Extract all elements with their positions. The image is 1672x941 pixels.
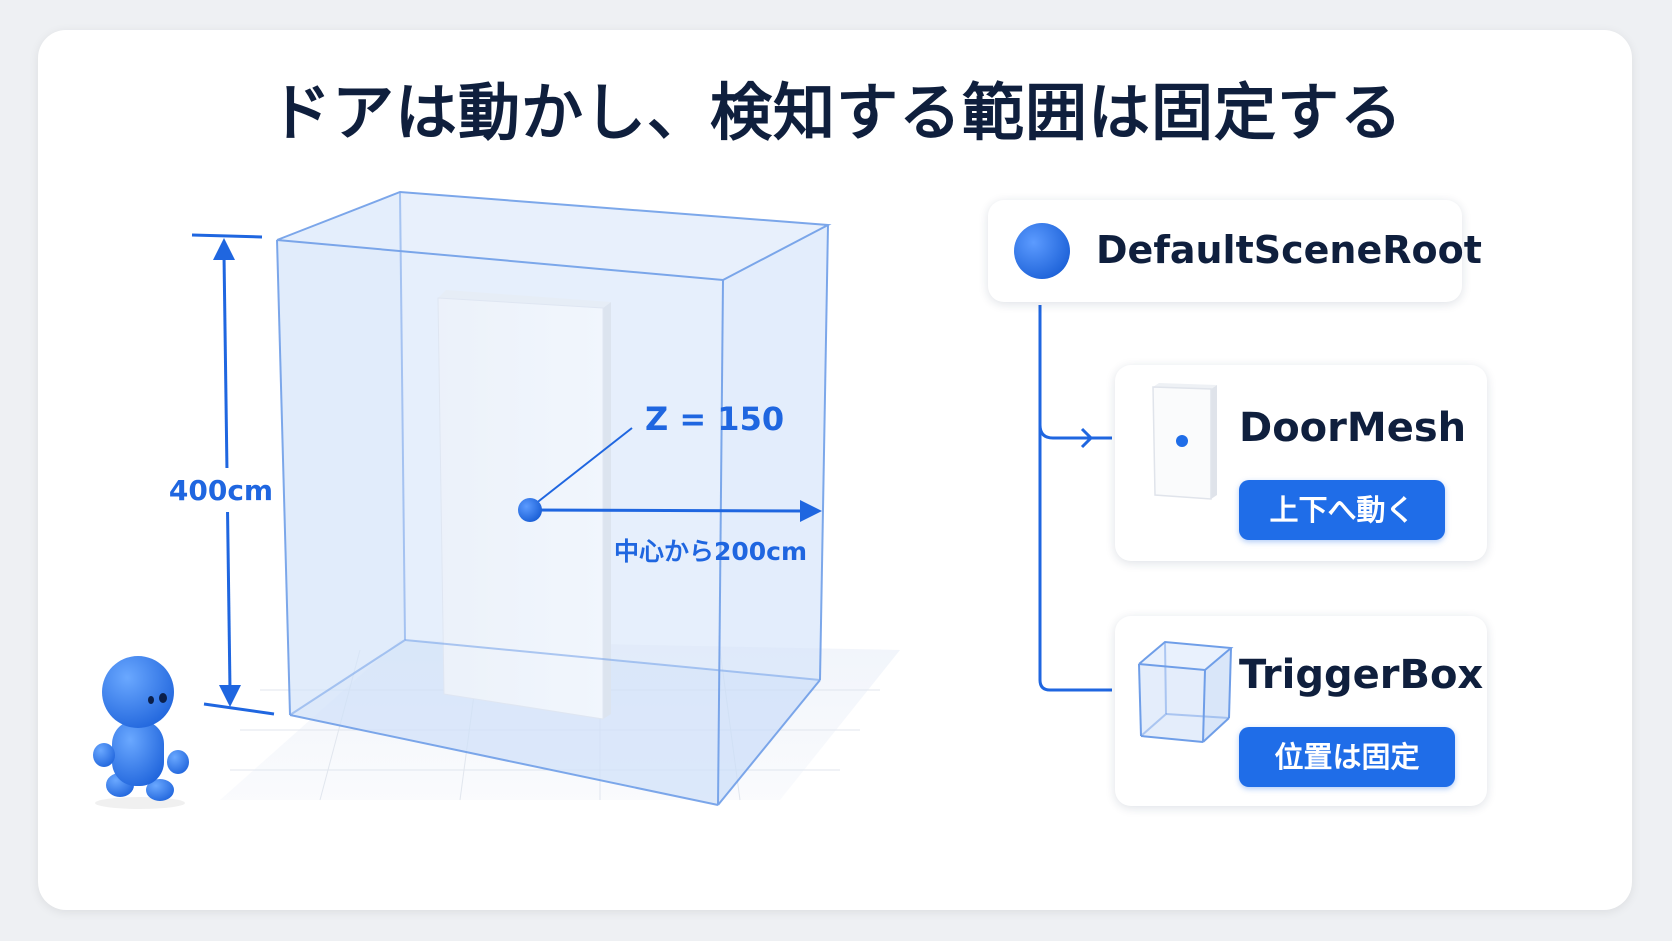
door-icon [1152,383,1217,500]
radius-arrow [518,427,822,522]
trigger-volume-front [276,190,832,806]
player-character-icon [93,656,189,809]
z-label: Z = 150 [645,400,784,438]
radius-label: 中心から200cm [614,537,807,566]
hierarchy-connectors [1038,305,1112,692]
height-label-bg [170,468,258,512]
door-mesh-badge: 上下へ動く [1239,480,1445,540]
box-icon [1138,640,1234,743]
node-label-root: DefaultSceneRoot [1096,228,1482,272]
scene-root-sphere-icon [1014,223,1070,279]
node-label-trigger-box: TriggerBox [1239,652,1484,698]
trigger-box-badge: 位置は固定 [1239,727,1455,787]
node-default-scene-root[interactable]: DefaultSceneRoot [988,200,1482,302]
center-point-icon [518,498,542,522]
height-label: 400cm [169,474,273,507]
node-label-door-mesh: DoorMesh [1239,405,1467,451]
page-title: ドアは動かし、検知する範囲は固定する [268,76,1403,149]
node-door-mesh[interactable]: DoorMesh 上下へ動く [1115,365,1487,561]
node-trigger-box[interactable]: TriggerBox 位置は固定 [1115,616,1487,806]
